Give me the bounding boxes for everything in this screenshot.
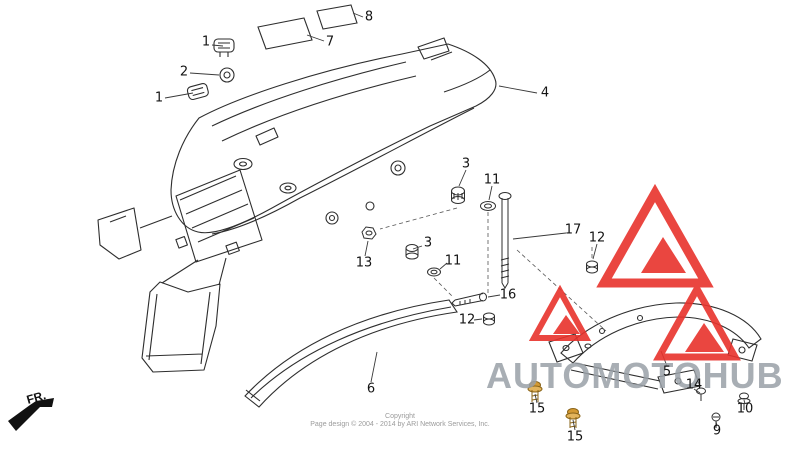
callout-4[interactable]: 4 [540,85,550,101]
callout-12[interactable]: 12 [458,312,476,328]
fr-direction: FR. [8,388,54,431]
callout-14[interactable]: 14 [685,377,703,393]
callout-12[interactable]: 12 [588,230,606,246]
mudflap-part [244,299,458,408]
callout-8[interactable]: 8 [364,9,374,25]
callout-7[interactable]: 7 [325,34,335,50]
leader-lines [164,12,746,431]
fr-label: FR. [25,388,47,407]
callout-2[interactable]: 2 [179,64,189,80]
callout-15[interactable]: 15 [566,429,584,445]
callout-6[interactable]: 6 [366,381,376,397]
callout-15[interactable]: 15 [528,401,546,417]
clip-parts [186,38,235,101]
fr-arrow-icon [8,398,54,431]
highlight-bolt-15a [527,381,543,402]
rear-fender-part [97,37,497,373]
copyright-line2: Page design © 2004 - 2014 by ARI Network… [310,421,490,428]
callout-17[interactable]: 17 [564,222,582,238]
callout-11[interactable]: 11 [483,172,501,188]
callout-10[interactable]: 10 [736,401,754,417]
callout-3[interactable]: 3 [423,235,433,251]
fastener-parts [361,186,598,326]
callout-13[interactable]: 13 [355,255,373,271]
callout-1[interactable]: 1 [201,34,211,50]
nut-part-2 [219,67,235,83]
callout-1[interactable]: 1 [154,90,164,106]
highlight-bolt-15b [565,408,581,428]
callout-16[interactable]: 16 [499,287,517,303]
copyright-line1: Copyright [385,413,415,420]
copyright: Copyright Page design © 2004 - 2014 by A… [250,413,550,429]
assembly-axis-lines [379,207,607,332]
callout-5[interactable]: 5 [662,364,672,380]
callout-11[interactable]: 11 [444,253,462,269]
callout-3[interactable]: 3 [461,156,471,172]
callout-9[interactable]: 9 [712,423,722,439]
watermark-text: AUTOMOTOHUB [486,355,784,396]
pad-parts [257,4,358,50]
watermark-logo-triangles [528,183,741,361]
